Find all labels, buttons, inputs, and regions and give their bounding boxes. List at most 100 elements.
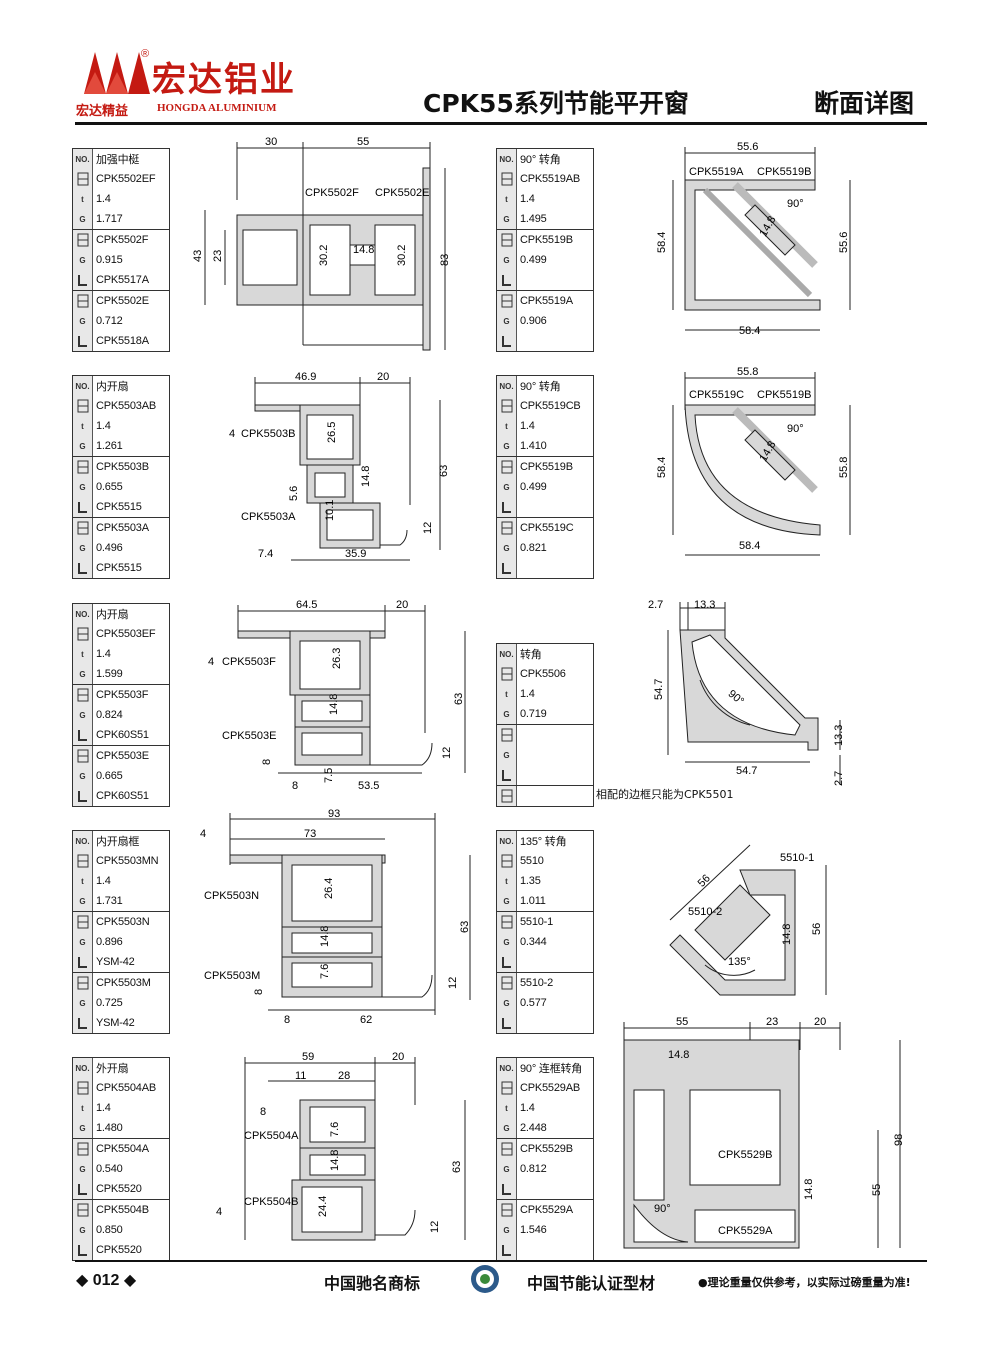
spec-row: CPK5504B	[73, 1199, 169, 1220]
spec-row: YSM-42	[73, 1013, 169, 1033]
footer-note: ●理论重量仅供参考，以实际过磅重量为准!	[698, 1276, 911, 1289]
dim-label: 13.3	[833, 725, 845, 746]
spec-row: NO.外开扇	[73, 1058, 169, 1078]
spec-value: CPK5515	[96, 562, 142, 574]
g-icon: G	[73, 1159, 93, 1179]
dim-label: 30.2	[396, 245, 408, 266]
section-drawing-d3: 64.5 20 4 26.3 14.8 8 7.5 12 63 8 53.5 C…	[208, 599, 466, 792]
spec-value: 内开扇	[96, 381, 129, 393]
spec-row	[497, 1179, 593, 1199]
part-label: CPK5529B	[718, 1149, 772, 1161]
dim-label: 56	[811, 923, 823, 935]
spec-value: CPK5503M	[96, 977, 151, 989]
corner-joint-icon	[497, 331, 517, 351]
spec-row: G	[497, 745, 593, 765]
spec-value: CPK5515	[96, 501, 142, 513]
t-icon: t	[497, 1098, 517, 1118]
profile-icon	[497, 396, 517, 416]
spec-value: 1.731	[96, 895, 123, 907]
g-icon: G	[497, 932, 517, 952]
corner-joint-icon	[497, 270, 517, 290]
spec-row: NO.加强中梃	[73, 149, 169, 169]
spec-value: 0.712	[96, 315, 123, 327]
spec-value: CPK5503A	[96, 522, 149, 534]
spec-row: CPK5503A	[73, 517, 169, 538]
g-icon: G	[73, 932, 93, 952]
spec-row: NO.内开扇框	[73, 831, 169, 851]
spec-row: NO.内开扇	[73, 604, 169, 624]
spec-value: 1.4	[520, 688, 535, 700]
profile-icon	[497, 664, 517, 684]
t-icon: t	[497, 189, 517, 209]
dim-label: 4	[216, 1206, 222, 1218]
dim-label: 4	[229, 428, 235, 440]
spec-row: CPK5519C	[497, 517, 593, 538]
dim-label: 14.8	[329, 1150, 341, 1171]
spec-row: CPK5503E	[73, 745, 169, 766]
spec-row: NO.90° 转角	[497, 376, 593, 396]
g-icon: G	[73, 436, 93, 456]
dim-label: 90°	[787, 198, 804, 210]
profile-icon	[497, 291, 517, 311]
profile-icon	[73, 291, 93, 311]
spec-row: CPK5519A	[497, 290, 593, 311]
profile-icon	[497, 169, 517, 189]
corner-joint-icon	[73, 270, 93, 290]
corner-joint-icon	[497, 1013, 517, 1033]
spec-value: CPK5529A	[520, 1204, 573, 1216]
dim-label: 20	[814, 1016, 826, 1028]
spec-value: 1.4	[96, 420, 111, 432]
spec-row: CPK60S51	[73, 786, 169, 806]
dim-label: 58.4	[739, 325, 760, 337]
dim-label: 90°	[654, 1203, 671, 1215]
dim-label: 63	[459, 921, 471, 933]
spec-row	[497, 558, 593, 578]
dim-label: 8	[260, 1106, 266, 1118]
profile-icon	[73, 169, 93, 189]
spec-row: NO.90° 连框转角	[497, 1058, 593, 1078]
spec-value: CPK5518A	[96, 335, 149, 347]
spec-row	[497, 765, 593, 785]
g-icon: G	[73, 993, 93, 1013]
profile-icon	[497, 518, 517, 538]
spec-value: CPK60S51	[96, 790, 149, 802]
dim-label: 46.9	[295, 371, 316, 383]
dim-label: 13.3	[694, 599, 715, 611]
spec-row: CPK5502F	[73, 229, 169, 250]
profile-icon	[73, 1078, 93, 1098]
spec-value: 0.577	[520, 997, 547, 1009]
spec-value: 1.4	[96, 875, 111, 887]
t-icon: t	[497, 684, 517, 704]
section-drawing-d8: 2.7 13.3 54.7 90° 13.3 54.7 2.7	[648, 599, 845, 786]
dim-label: 20	[392, 1051, 404, 1063]
profile-icon	[73, 912, 93, 932]
corner-joint-icon	[73, 952, 93, 972]
no-icon: NO.	[73, 831, 93, 851]
spec-value: CPK5520	[96, 1244, 142, 1256]
dim-label: 53.5	[358, 780, 379, 792]
g-icon: G	[497, 311, 517, 331]
no-icon: NO.	[73, 1058, 93, 1078]
corner-joint-icon	[497, 1179, 517, 1199]
section-drawing-d6: 55.6 14.8 90° 58.4 55.6 58.4 CPK5519A CP…	[656, 141, 851, 337]
dim-label: 14.8	[781, 924, 793, 945]
profile-icon	[73, 230, 93, 250]
spec-row: NO.135° 转角	[497, 831, 593, 851]
part-label: CPK5529A	[718, 1225, 773, 1237]
no-icon: NO.	[497, 644, 517, 664]
spec-row: CPK5519B	[497, 229, 593, 250]
